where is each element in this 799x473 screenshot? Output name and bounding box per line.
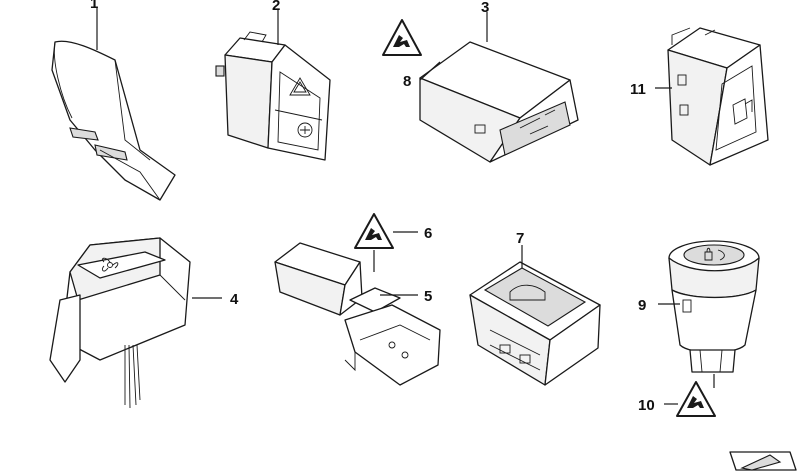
part-9-round-switch xyxy=(668,240,760,373)
callout-5: 5 xyxy=(424,288,432,305)
seat-heating-icon xyxy=(519,109,556,135)
fuel-pump-icon xyxy=(732,98,753,125)
callout-9: 9 xyxy=(638,297,646,314)
callout-3: 3 xyxy=(481,0,489,16)
warning-triangle-icon xyxy=(354,213,394,249)
callout-11: 11 xyxy=(630,81,646,98)
lock-icon xyxy=(297,122,313,138)
callout-2: 2 xyxy=(272,0,280,14)
lock-icon xyxy=(704,247,725,261)
callout-7: 7 xyxy=(516,230,524,247)
part-7-trunk-switch xyxy=(469,261,601,386)
part-2-hazard-switch xyxy=(215,31,331,161)
callout-8: 8 xyxy=(403,73,411,90)
part-11-fuel-switch xyxy=(667,27,769,166)
part-3-seat-heating-switch xyxy=(419,41,579,163)
callout-6: 6 xyxy=(424,225,432,242)
warning-triangle-icon xyxy=(382,19,422,56)
leader-8 xyxy=(419,61,441,81)
callout-1: 1 xyxy=(90,0,98,12)
page-corner-arrow-icon[interactable] xyxy=(729,451,797,471)
part-5-bracket xyxy=(274,242,441,386)
callout-4: 4 xyxy=(230,291,239,308)
trunk-open-icon xyxy=(509,284,546,301)
part-4-fan-switch xyxy=(49,237,191,409)
warning-triangle-icon xyxy=(676,381,716,417)
fan-icon xyxy=(101,257,119,272)
hazard-triangle-icon xyxy=(289,77,311,96)
callout-10: 10 xyxy=(638,397,655,414)
part-1-switch-cover xyxy=(51,40,176,201)
